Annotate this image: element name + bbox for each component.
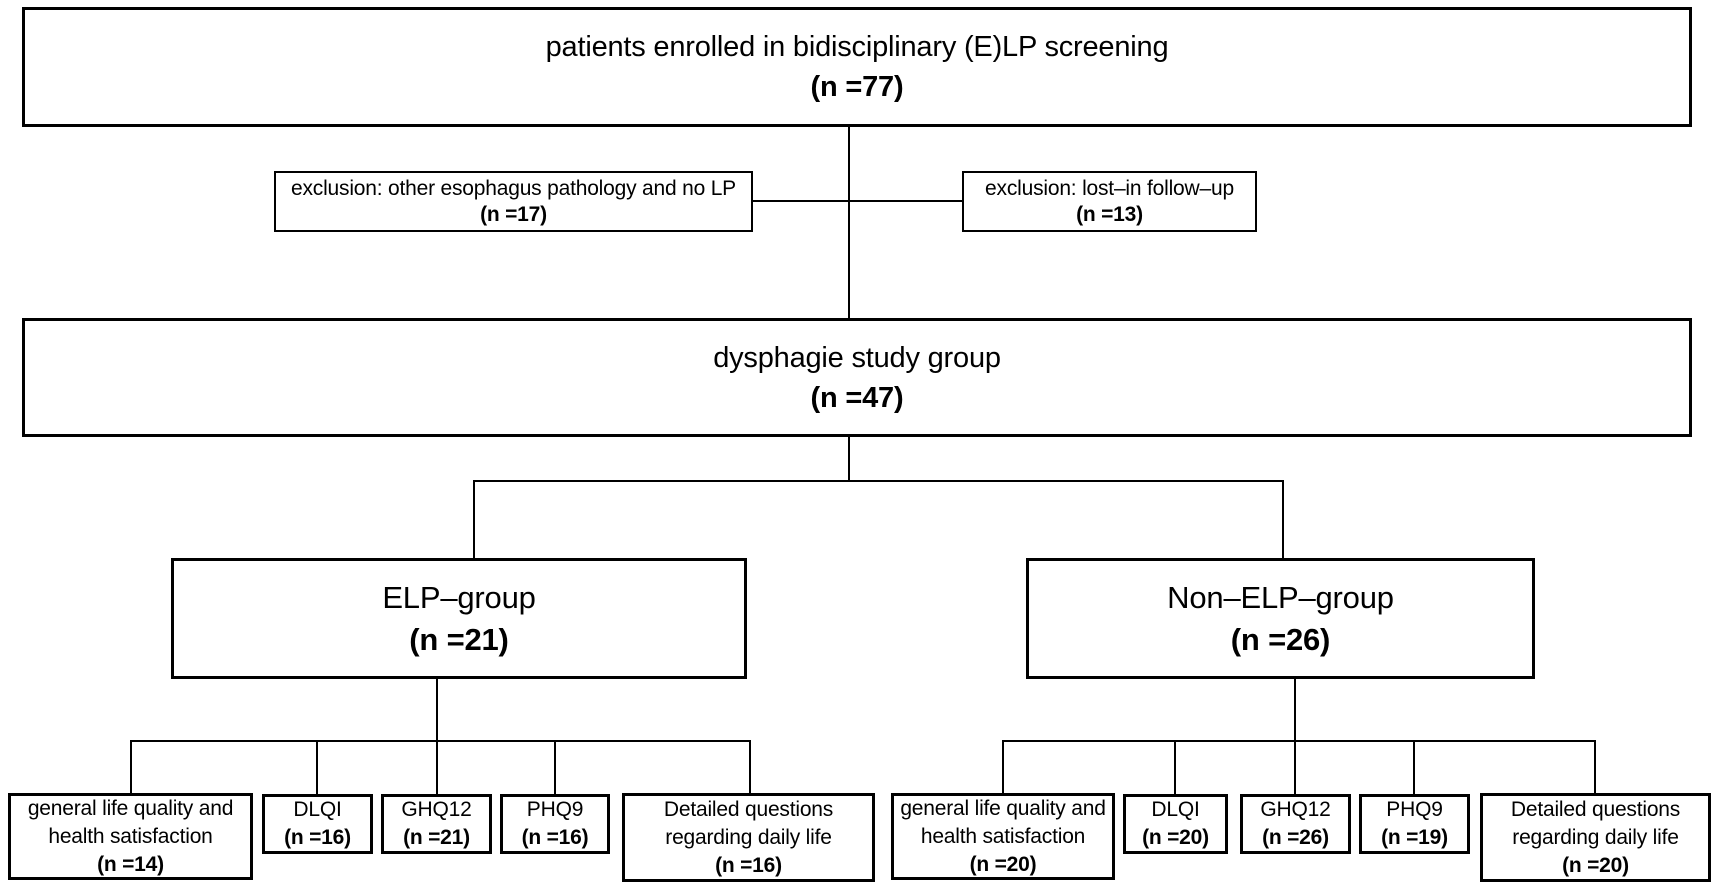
study-group-count: (n =47) bbox=[810, 381, 904, 414]
study-group-label: dysphagie study group bbox=[713, 341, 1001, 374]
connector-drop bbox=[1002, 742, 1004, 793]
study-group-box: dysphagie study group (n =47) bbox=[22, 318, 1692, 437]
connector-elp-down bbox=[436, 679, 438, 794]
enrollment-box: patients enrolled in bidisciplinary (E)L… bbox=[22, 7, 1692, 127]
connector-study-down bbox=[848, 437, 850, 482]
exclusion-box-pathology: exclusion: other esophagus pathology and… bbox=[274, 171, 753, 232]
outcome-count: (n =20) bbox=[969, 852, 1037, 876]
outcome-label: PHQ9 bbox=[526, 798, 584, 821]
outcome-box-nonelp-phq9: PHQ9 (n =19) bbox=[1359, 794, 1470, 854]
outcome-box-nonelp-detailed-questions: Detailed questions regarding daily life … bbox=[1480, 793, 1711, 882]
outcome-box-elp-ghq12: GHQ12 (n =21) bbox=[381, 794, 492, 854]
connector-exclusion-left bbox=[753, 200, 849, 202]
outcome-box-elp-phq9: PHQ9 (n =16) bbox=[500, 794, 610, 854]
connector-drop bbox=[1594, 742, 1596, 793]
exclusion-lost-label: exclusion: lost–in follow–up bbox=[985, 176, 1234, 200]
elp-group-box: ELP–group (n =21) bbox=[171, 558, 747, 679]
outcome-label: regarding daily life bbox=[1512, 825, 1679, 849]
connector-drop bbox=[316, 742, 318, 794]
connector-drop bbox=[130, 742, 132, 793]
enrollment-label: patients enrolled in bidisciplinary (E)L… bbox=[545, 31, 1169, 63]
outcome-box-elp-life-quality: general life quality and health satisfac… bbox=[8, 793, 253, 880]
connector-drop bbox=[1413, 742, 1415, 794]
outcome-count: (n =16) bbox=[521, 826, 589, 849]
connector-drop bbox=[554, 742, 556, 794]
connector-nonelp-down bbox=[1294, 678, 1296, 794]
outcome-box-elp-dlqi: DLQI (n =16) bbox=[262, 794, 373, 854]
non-elp-group-label: Non–ELP–group bbox=[1167, 579, 1394, 615]
elp-group-label: ELP–group bbox=[382, 579, 536, 615]
connector-elp-children-branch bbox=[130, 740, 751, 742]
connector-group-branch bbox=[473, 480, 1284, 482]
connector-to-elp-group bbox=[473, 482, 475, 559]
connector-drop bbox=[749, 742, 751, 793]
outcome-label: DLQI bbox=[293, 798, 342, 821]
outcome-label: general life quality and bbox=[900, 796, 1106, 820]
outcome-box-nonelp-life-quality: general life quality and health satisfac… bbox=[891, 793, 1115, 880]
outcome-count: (n =16) bbox=[715, 853, 782, 877]
outcome-count: (n =20) bbox=[1562, 853, 1629, 877]
elp-group-count: (n =21) bbox=[409, 621, 509, 657]
outcome-box-nonelp-ghq12: GHQ12 (n =26) bbox=[1240, 794, 1351, 854]
outcome-label: Detailed questions bbox=[663, 797, 834, 821]
outcome-label: regarding daily life bbox=[665, 825, 832, 849]
connector-drop bbox=[1174, 742, 1176, 794]
outcome-count: (n =16) bbox=[284, 826, 351, 849]
outcome-count: (n =21) bbox=[403, 826, 470, 849]
connector-exclusion-right bbox=[850, 200, 962, 202]
exclusion-pathology-count: (n =17) bbox=[480, 202, 547, 226]
outcome-count: (n =20) bbox=[1142, 826, 1209, 849]
exclusion-box-lost-followup: exclusion: lost–in follow–up (n =13) bbox=[962, 171, 1257, 232]
outcome-box-nonelp-dlqi: DLQI (n =20) bbox=[1123, 794, 1228, 854]
outcome-label: health satisfaction bbox=[48, 824, 213, 848]
outcome-box-elp-detailed-questions: Detailed questions regarding daily life … bbox=[622, 793, 875, 882]
outcome-count: (n =19) bbox=[1381, 826, 1448, 849]
outcome-label: Detailed questions bbox=[1510, 797, 1681, 821]
outcome-label: GHQ12 bbox=[401, 798, 472, 821]
outcome-label: DLQI bbox=[1151, 798, 1200, 821]
outcome-label: PHQ9 bbox=[1386, 798, 1443, 821]
enrollment-count: (n =77) bbox=[810, 71, 904, 103]
connector-nonelp-children-branch bbox=[1002, 740, 1596, 742]
non-elp-group-count: (n =26) bbox=[1230, 621, 1331, 657]
outcome-label: general life quality and bbox=[27, 796, 234, 820]
connector-to-nonelp-group bbox=[1282, 482, 1284, 559]
exclusion-pathology-label: exclusion: other esophagus pathology and… bbox=[291, 176, 736, 200]
outcome-label: GHQ12 bbox=[1260, 798, 1331, 821]
connector-top-to-study bbox=[848, 127, 850, 318]
non-elp-group-box: Non–ELP–group (n =26) bbox=[1026, 558, 1535, 679]
outcome-count: (n =26) bbox=[1262, 826, 1329, 849]
outcome-count: (n =14) bbox=[97, 852, 164, 876]
exclusion-lost-count: (n =13) bbox=[1076, 202, 1143, 226]
outcome-label: health satisfaction bbox=[920, 824, 1086, 848]
